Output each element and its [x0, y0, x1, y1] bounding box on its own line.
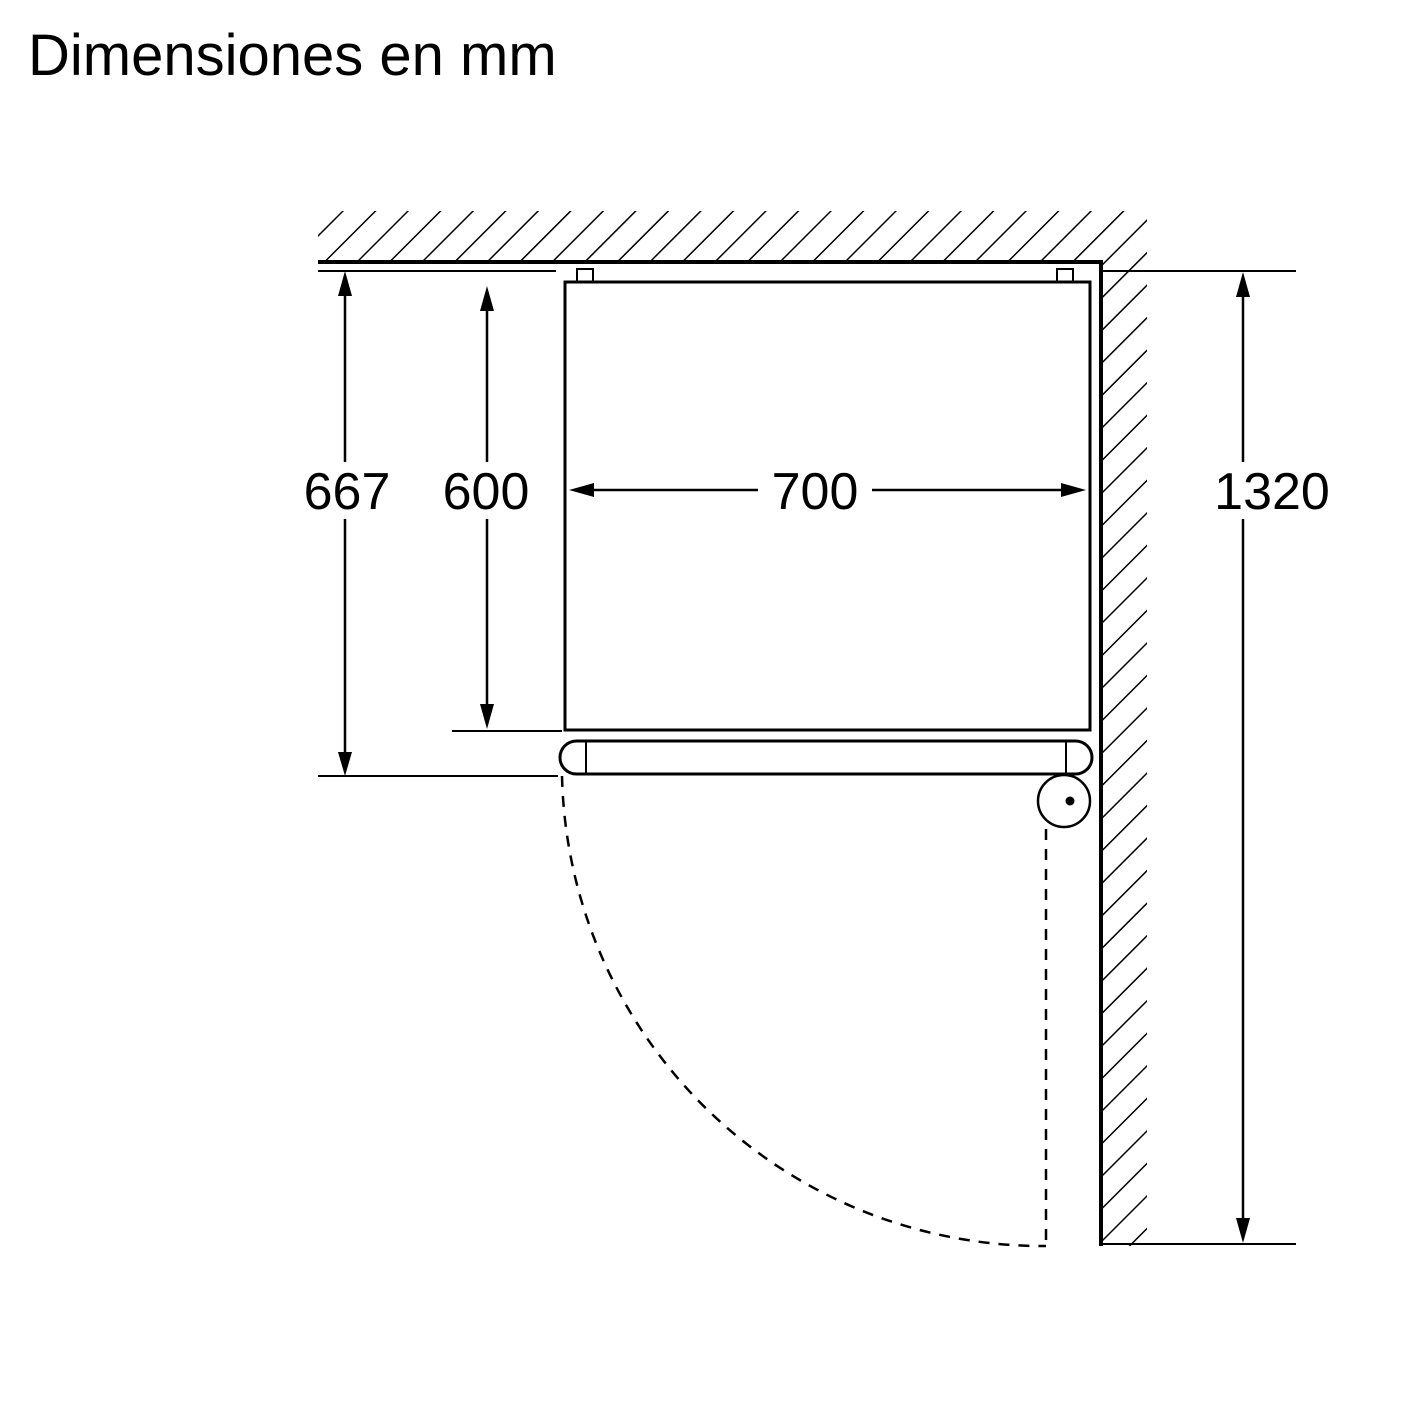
- arrow-left-icon: [569, 483, 594, 497]
- diagram-title: Dimensiones en mm: [28, 23, 557, 88]
- arrow-down-icon: [338, 752, 352, 776]
- wall-spacer-left: [576, 268, 594, 283]
- dim-depth-total-label-bg: [295, 462, 399, 519]
- dim-width-label: 700: [772, 463, 859, 521]
- dim-depth-total-label: 667: [304, 463, 391, 521]
- arrow-up-icon: [338, 271, 352, 296]
- top-wall: [318, 211, 1147, 264]
- arrow-up-icon: [480, 286, 494, 311]
- side-wall: [1099, 260, 1147, 1246]
- arrow-right-icon: [1061, 483, 1086, 497]
- arrow-down-icon: [480, 704, 494, 729]
- dim-depth-body-label: 600: [443, 463, 530, 521]
- arrow-down-icon: [1236, 1218, 1250, 1243]
- hinge-circle: [1036, 773, 1092, 829]
- side-wall-hatch: [1101, 262, 1147, 1246]
- wall-spacer-right: [1056, 268, 1074, 283]
- dim-side-height-label-bg: [1205, 462, 1339, 519]
- dim-depth-body-label-bg: [434, 462, 538, 519]
- dim-side-height-label: 1320: [1214, 463, 1330, 521]
- door-outline: [558, 739, 1094, 776]
- dim-depth-total: 667: [295, 271, 399, 776]
- dim-depth-body: 600: [434, 286, 538, 729]
- top-wall-hatch: [318, 211, 1147, 262]
- appliance-door: [558, 739, 1094, 776]
- dim-width: 700: [569, 460, 1086, 521]
- door-swing-arc: [560, 775, 1047, 1248]
- hinge-detail: [1036, 773, 1092, 829]
- hinge-pivot-dot: [1065, 796, 1075, 806]
- dim-side-height: 1320: [1205, 272, 1339, 1243]
- dim-width-label-bg: [758, 460, 872, 520]
- arrow-up-icon: [1236, 272, 1250, 297]
